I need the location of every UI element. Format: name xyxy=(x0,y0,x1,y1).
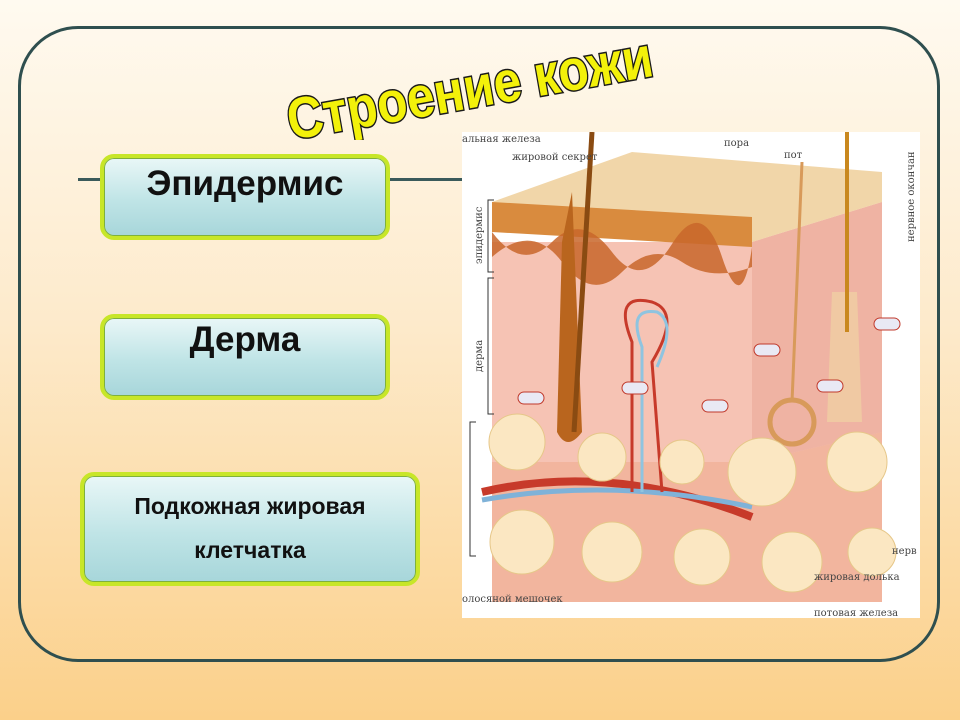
subcutaneous-label-line2: клетчатка xyxy=(194,537,306,563)
vessel-loop xyxy=(623,299,669,493)
hair-shaft xyxy=(571,131,595,433)
epidermis-label: Эпидермис xyxy=(146,164,344,203)
fat-lobule xyxy=(761,531,823,593)
fat-lobule xyxy=(673,528,731,586)
fat-lobule xyxy=(577,432,627,482)
receptor xyxy=(873,317,901,331)
fat-lobule xyxy=(826,431,888,493)
receptor xyxy=(753,343,781,357)
dermis-label: Дерма xyxy=(189,320,301,359)
vein xyxy=(481,487,753,510)
fat-lobule xyxy=(489,509,555,575)
receptor xyxy=(701,399,729,413)
label-nerve-ending: нервное окончан xyxy=(906,151,917,242)
fat-lobule xyxy=(488,413,546,471)
label-dermis: дерма xyxy=(474,340,485,372)
artery xyxy=(481,477,754,521)
fat-lobule xyxy=(727,437,797,507)
fat-lobule xyxy=(581,521,643,583)
slide-title: Строение кожи xyxy=(280,30,659,140)
fat-lobule xyxy=(847,527,897,577)
skin-structure-diagram: альная железа жировой секрет пора пот не… xyxy=(462,131,920,619)
sweat-duct xyxy=(790,161,804,403)
label-sweat: пот xyxy=(784,150,803,161)
fat-lobule xyxy=(659,439,705,485)
label-sebum: жировой секрет xyxy=(512,152,598,163)
epidermis-wavy xyxy=(492,222,752,286)
receptor xyxy=(816,379,844,393)
hair-follicle-2 xyxy=(827,292,862,422)
receptor xyxy=(621,381,649,395)
slide-frame xyxy=(18,26,940,662)
label-hair-follicle: олосяной мешочек xyxy=(462,594,563,605)
skin-diagram-svg: альная железа жировой секрет пора пот не… xyxy=(462,131,917,619)
label-gland: альная железа xyxy=(462,134,541,145)
dermis-bracket xyxy=(487,277,494,415)
label-epidermis: эпидермис xyxy=(474,206,485,264)
label-sweat-gland: потовая железа xyxy=(814,608,898,618)
subcutaneous-bracket xyxy=(469,421,476,557)
label-nerve: нерв xyxy=(892,546,917,557)
nerve-receptors xyxy=(517,317,901,413)
epidermis-bracket xyxy=(487,199,494,273)
subcutaneous-box: Подкожная жировая клетчатка xyxy=(80,472,420,586)
dermis-box: Дерма xyxy=(100,314,390,400)
subcutaneous-label-line1: Подкожная жировая xyxy=(134,493,366,519)
title-text: Строение кожи xyxy=(282,30,658,140)
label-pore: пора xyxy=(724,138,749,149)
vessel-loop-blue xyxy=(635,309,669,492)
fat-lobules xyxy=(488,413,897,593)
epidermis-box: Эпидермис xyxy=(100,154,390,240)
label-fat-lobule: жировая долька xyxy=(814,572,900,583)
receptor xyxy=(517,391,545,405)
